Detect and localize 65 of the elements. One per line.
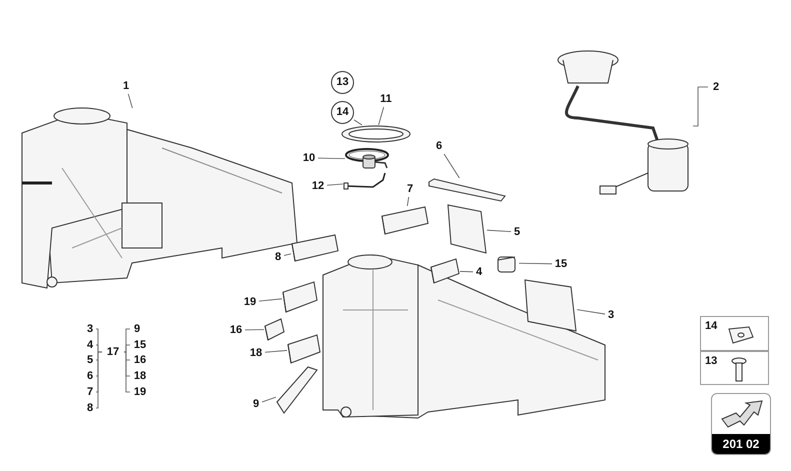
pad-drawing (428, 178, 506, 202)
callout-number: 15 (131, 337, 149, 353)
block-drawing (381, 206, 429, 235)
callout-number: 9 (250, 396, 262, 412)
callout-number: 6 (433, 138, 445, 154)
leader-line (486, 230, 512, 232)
pad-drawing (524, 279, 577, 332)
callout-number: 5 (511, 224, 523, 240)
leader-line (262, 396, 276, 402)
leader-line (692, 86, 708, 126)
callout-number: 8 (272, 249, 284, 265)
leader-line (124, 344, 130, 352)
callout-number: 6 (85, 368, 95, 384)
callout-number: 9 (131, 321, 143, 337)
callout-number: 17 (104, 344, 122, 360)
parts-cell (700, 316, 769, 351)
leader-line (124, 352, 130, 392)
callout-number: 16 (131, 352, 149, 368)
callout-number: 3 (85, 321, 95, 337)
callout-number: 14 (705, 321, 718, 332)
callout-number: 16 (227, 322, 245, 338)
callout-number: 2 (710, 79, 722, 95)
leader-line (576, 309, 606, 314)
circled-number: 13 (331, 71, 354, 94)
callout-number: 15 (552, 256, 570, 272)
leader-line (460, 271, 474, 272)
leader-line (378, 106, 384, 126)
callout-number: 7 (85, 384, 95, 400)
callout-number: 19 (131, 384, 149, 400)
page-number: 201 02 (712, 434, 770, 454)
ring-drawing (341, 125, 411, 143)
callout-number: 10 (300, 150, 318, 166)
callout-number: 4 (473, 264, 485, 280)
leader-line (354, 119, 362, 126)
leader-line (128, 94, 133, 108)
callout-number: 4 (85, 337, 95, 353)
callout-number: 18 (247, 345, 265, 361)
leader-line (258, 298, 282, 302)
callout-number: 18 (131, 368, 149, 384)
leader-line (244, 329, 264, 330)
callout-number: 3 (605, 307, 617, 323)
block-drawing (282, 281, 318, 313)
block-drawing (264, 318, 285, 341)
parts-cell (700, 351, 769, 385)
block-drawing (291, 234, 339, 262)
leader-line (406, 196, 410, 206)
callout-number: 5 (85, 352, 95, 368)
leader-line (264, 350, 288, 353)
callout-number: 12 (309, 178, 327, 194)
callout-number: 1 (120, 78, 132, 94)
leader-line (444, 154, 460, 178)
circled-number: 14 (331, 101, 354, 124)
leader-line (318, 158, 346, 159)
block-drawing (430, 258, 460, 284)
block-drawing (287, 334, 321, 364)
leader-line (326, 184, 344, 186)
strip-drawing (276, 366, 318, 414)
callout-number: 8 (85, 400, 95, 416)
leader-line (518, 262, 552, 264)
pad-drawing (447, 204, 487, 254)
callout-number: 11 (377, 91, 395, 107)
leader-line (284, 253, 292, 256)
callout-number: 13 (705, 356, 718, 367)
callout-number: 19 (241, 294, 259, 310)
callout-number: 7 (404, 181, 416, 197)
